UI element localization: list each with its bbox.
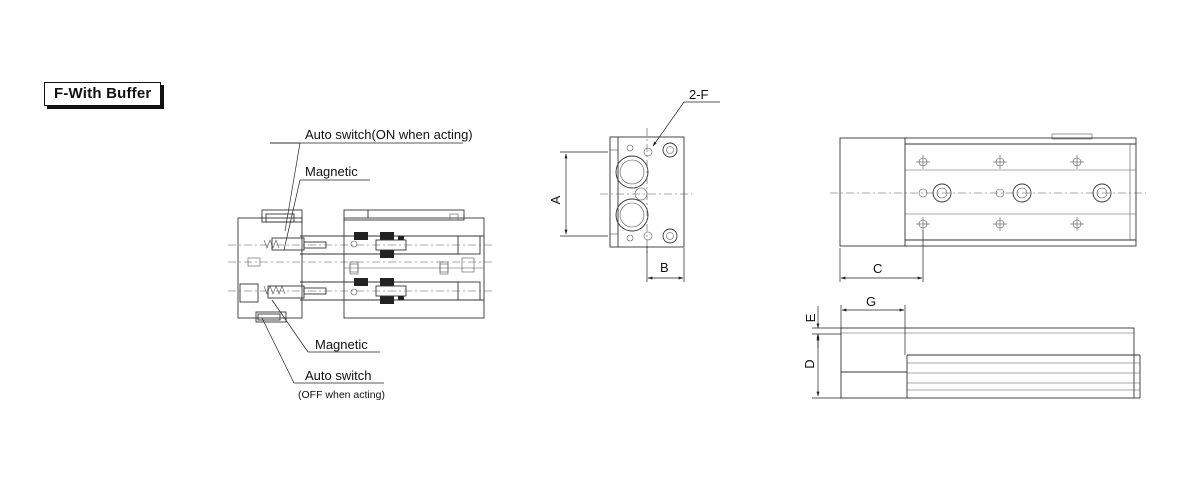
dim-c-label: C <box>873 261 882 276</box>
label-off-when-acting: (OFF when acting) <box>298 389 385 401</box>
section-view: Auto switch(ON when acting) Magnetic Mag… <box>228 127 494 401</box>
section-title: F-With Buffer <box>44 82 162 106</box>
dim-g-label: G <box>866 294 876 309</box>
end-view: A B 2-F <box>548 87 720 282</box>
side-view: G E D <box>802 294 1141 399</box>
dim-d-label: D <box>802 359 817 368</box>
top-view-holes <box>916 155 1112 231</box>
label-auto-switch-on: Auto switch(ON when acting) <box>305 127 473 142</box>
dim-b-label: B <box>660 260 669 275</box>
dim-a-label: A <box>548 195 563 204</box>
dim-2f-label: 2-F <box>689 87 709 102</box>
top-view: C <box>830 133 1146 282</box>
dim-e-label: E <box>803 313 818 322</box>
label-magnetic-bottom: Magnetic <box>315 337 368 352</box>
label-magnetic-top: Magnetic <box>305 164 358 179</box>
label-auto-switch-off: Auto switch <box>305 368 371 383</box>
